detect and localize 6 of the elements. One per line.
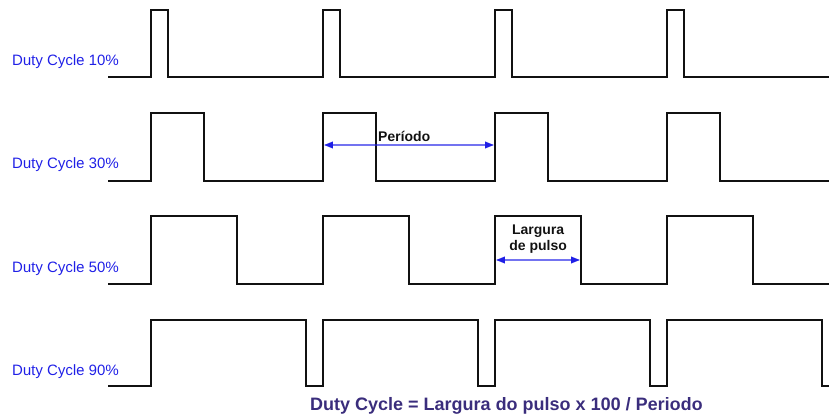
row-label: Duty Cycle 50% (12, 259, 119, 276)
formula-caption: Duty Cycle = Largura do pulso x 100 / Periodo (310, 394, 703, 415)
row-label: Duty Cycle 90% (12, 362, 119, 379)
row-label: Duty Cycle 30% (12, 155, 119, 172)
dimension-label: Período (378, 128, 430, 144)
row-label: Duty Cycle 10% (12, 52, 119, 69)
